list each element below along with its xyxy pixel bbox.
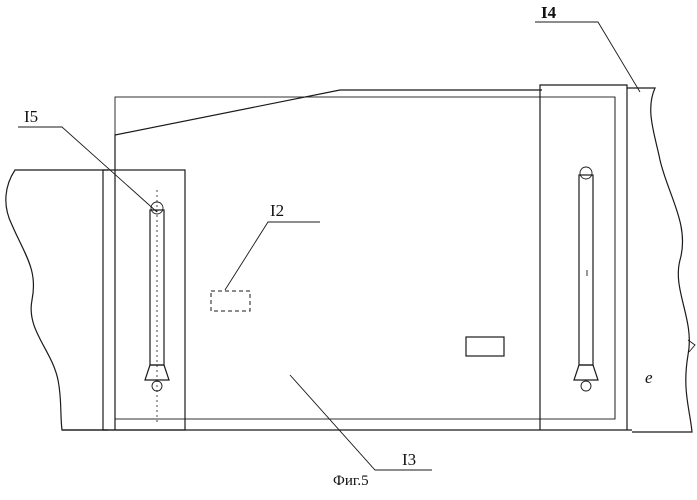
main-plate (115, 90, 542, 430)
label-15: I5 (24, 107, 38, 126)
right-bolt-rod (579, 175, 593, 365)
left-bolt-head (145, 365, 169, 380)
right-panel-frame (540, 85, 627, 430)
label-mark-e: e (645, 368, 653, 387)
label-14: I4 (541, 3, 557, 22)
label-12: I2 (270, 201, 284, 220)
figure-caption: Фиг.5 (333, 473, 369, 489)
right-bolt-assembly (574, 167, 598, 391)
leader-12 (225, 222, 320, 290)
right-bolt-bottom-cap (581, 381, 591, 391)
slot-rectangle (466, 337, 504, 356)
label-13: I3 (402, 450, 416, 469)
leader-14 (535, 22, 640, 92)
right-bolt-top-cap (580, 167, 592, 179)
left-bolt-assembly (145, 190, 169, 425)
right-bolt-head (574, 365, 598, 380)
left-break-outline (6, 170, 108, 430)
hidden-element-12 (211, 291, 250, 311)
right-break-outline (627, 88, 692, 432)
